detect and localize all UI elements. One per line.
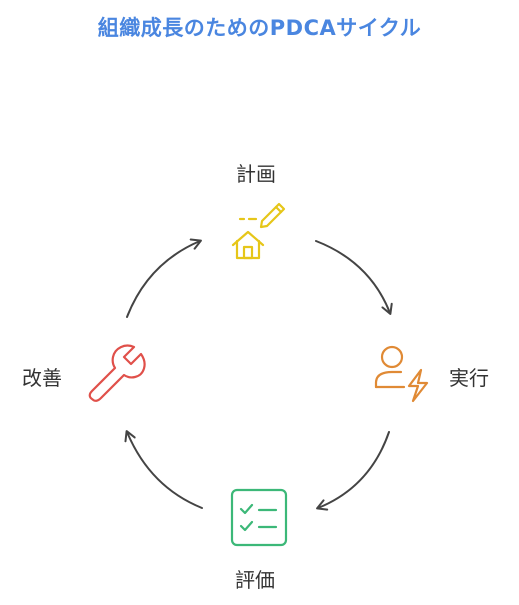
stage-label-check: 評価 (235, 568, 275, 592)
stage-label-act: 改善 (22, 366, 62, 390)
stage-label-plan: 計画 (236, 162, 276, 186)
person-lightning-icon (374, 345, 429, 403)
wrench-icon (88, 344, 146, 402)
arrow-plan-to-do (315, 240, 393, 315)
house-pencil-icon (231, 202, 286, 260)
arrow-act-to-plan (126, 238, 202, 318)
arrow-check-to-act (124, 430, 203, 509)
arrow-do-to-check (316, 431, 390, 511)
stage-label-do: 実行 (449, 366, 489, 390)
checklist-icon (230, 488, 288, 547)
diagram-title: 組織成長のためのPDCAサイクル (97, 16, 422, 40)
